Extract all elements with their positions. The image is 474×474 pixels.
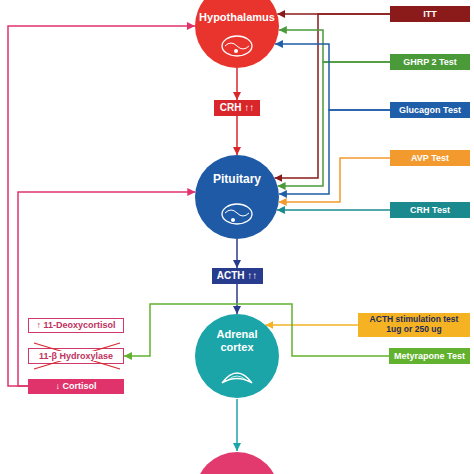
box-label: CRH ↑↑ bbox=[220, 102, 254, 114]
circle-fill bbox=[195, 155, 279, 239]
connector-arrow bbox=[277, 209, 390, 211]
organ-circle: Pituitary bbox=[195, 155, 279, 239]
test-box: CRH Test bbox=[390, 202, 470, 218]
steroid-box: ↑ 11-Deoxycortisol bbox=[28, 318, 124, 333]
connector-arrow bbox=[279, 158, 390, 202]
circle-fill bbox=[195, 0, 279, 68]
box-label: CRH Test bbox=[410, 205, 450, 215]
cross-line bbox=[34, 343, 120, 369]
organ-name: Adrenal cortex bbox=[206, 328, 268, 353]
circle-outline bbox=[195, 0, 279, 68]
brain-icon bbox=[222, 204, 252, 224]
test-box: ITT bbox=[390, 6, 470, 22]
pituitary-spot bbox=[231, 218, 235, 222]
box-label: GHRP 2 Test bbox=[403, 57, 457, 67]
steroid-box: ↓ Cortisol bbox=[28, 379, 124, 394]
connector-arrow bbox=[265, 324, 358, 326]
circle-outline bbox=[195, 155, 279, 239]
flow-arrow bbox=[236, 399, 238, 451]
test-box: ACTH stimulation test 1ug or 250 ug bbox=[358, 313, 470, 337]
connector-arrow bbox=[275, 44, 390, 110]
adrenal-icon bbox=[222, 373, 252, 383]
adrenal-icon-line bbox=[228, 376, 246, 380]
circle-fill bbox=[195, 314, 279, 398]
hormone-box: ACTH ↑↑ bbox=[212, 268, 263, 284]
box-label: ITT bbox=[423, 9, 437, 19]
connector-arrow bbox=[18, 192, 195, 386]
brain-spot bbox=[234, 49, 238, 53]
box-label: ACTH ↑↑ bbox=[217, 270, 258, 282]
connector-arrow bbox=[236, 239, 238, 268]
test-box: AVP Test bbox=[390, 150, 470, 166]
connector-arrow bbox=[279, 30, 390, 62]
brain-icon bbox=[222, 36, 252, 56]
test-box: Metyrapone Test bbox=[389, 348, 470, 364]
organ-circle bbox=[195, 452, 279, 474]
hormone-box: CRH ↑↑ bbox=[214, 100, 260, 116]
test-box: GHRP 2 Test bbox=[390, 54, 470, 70]
connector-arrow bbox=[236, 284, 238, 314]
connector-arrow bbox=[278, 62, 390, 186]
box-label: ↑ 11-Deoxycortisol bbox=[36, 320, 115, 330]
box-label: AVP Test bbox=[411, 153, 449, 163]
enzyme-box: 11-β Hydroxylase bbox=[28, 348, 124, 364]
box-label: ↓ Cortisol bbox=[55, 381, 96, 391]
test-box: Glucagon Test bbox=[390, 102, 470, 118]
box-label: Metyrapone Test bbox=[394, 351, 465, 361]
box-label: ACTH stimulation test 1ug or 250 ug bbox=[362, 315, 466, 335]
connector-arrow bbox=[274, 14, 390, 178]
connector-arrow bbox=[236, 116, 238, 155]
connector-arrow bbox=[279, 110, 390, 194]
organ-name: Pituitary bbox=[213, 173, 261, 187]
organ-circle: Adrenal cortex bbox=[195, 314, 279, 398]
organ-name: Hypothalamus bbox=[199, 11, 275, 24]
connector-arrow bbox=[8, 26, 195, 386]
brain-fold bbox=[225, 210, 249, 216]
circle-outline bbox=[195, 314, 279, 398]
brain-fold bbox=[225, 43, 249, 49]
box-label: Glucagon Test bbox=[399, 105, 461, 115]
connector-arrow bbox=[236, 68, 238, 100]
box-label: 11-β Hydroxylase bbox=[37, 351, 115, 361]
cross-line bbox=[34, 343, 120, 369]
organ-circle: Hypothalamus bbox=[195, 0, 279, 68]
